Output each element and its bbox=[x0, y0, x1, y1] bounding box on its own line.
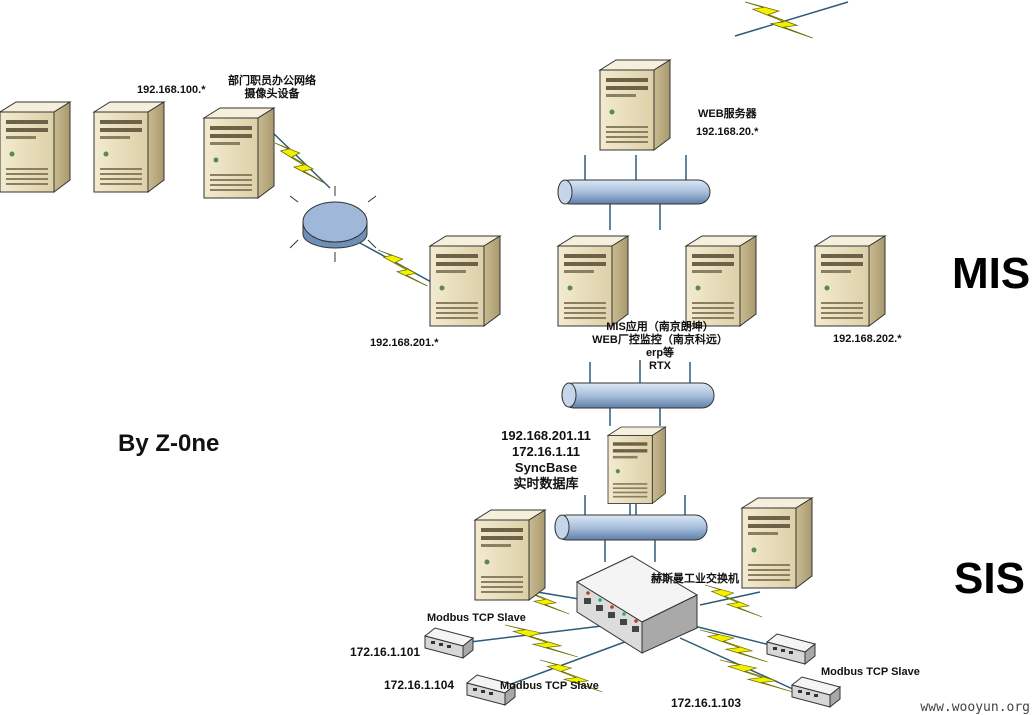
mis-app-line4: RTX bbox=[649, 360, 672, 372]
zone-mis-label: MIS bbox=[952, 249, 1030, 298]
modbus-left-bottom-label: Modbus TCP Slave bbox=[500, 680, 599, 692]
modbus-slave-right-top bbox=[766, 633, 816, 665]
ip-201-label: 192.168.201.* bbox=[370, 337, 439, 349]
modbus-left-top-label: Modbus TCP Slave bbox=[427, 612, 526, 624]
router-icon bbox=[289, 186, 377, 262]
sis-server-left bbox=[474, 509, 546, 601]
lightning-icon bbox=[704, 584, 763, 618]
server-201 bbox=[429, 235, 501, 327]
network-bus-sis bbox=[554, 514, 708, 541]
web-server-label: WEB服务器 bbox=[698, 106, 758, 120]
watermark: www.wooyun.org bbox=[920, 700, 1030, 715]
office-desc-line2: 摄像头设备 bbox=[245, 86, 301, 100]
industrial-switch bbox=[575, 555, 699, 654]
ip-104-label: 172.16.1.104 bbox=[384, 678, 454, 692]
sync-name-label: SyncBase bbox=[515, 460, 577, 475]
ip-103-label: 172.16.1.103 bbox=[671, 696, 741, 710]
sync-ip1-label: 192.168.201.11 bbox=[501, 428, 591, 443]
author-label: By Z-0ne bbox=[118, 430, 219, 457]
office-ip-label: 192.168.100.* bbox=[137, 84, 206, 96]
web-ip-label: 192.168.20.* bbox=[696, 126, 759, 138]
network-bus-mis bbox=[561, 382, 715, 409]
lightning-icon bbox=[274, 142, 325, 184]
syncbase-server bbox=[607, 426, 666, 504]
switch-label: 赫斯曼工业交换机 bbox=[651, 571, 739, 585]
mis-app-line1: MIS应用（南京朗坤） bbox=[606, 319, 714, 333]
modbus-right-label: Modbus TCP Slave bbox=[821, 666, 920, 678]
web-server bbox=[599, 59, 671, 151]
lightning-icon bbox=[377, 249, 428, 287]
modbus-slave-103 bbox=[791, 676, 841, 708]
lightning-icon bbox=[744, 1, 814, 39]
camera-server bbox=[203, 107, 275, 199]
ip-202-label: 192.168.202.* bbox=[833, 333, 902, 345]
office-server-2 bbox=[93, 101, 165, 193]
ip-101-label: 172.16.1.101 bbox=[350, 645, 420, 659]
modbus-slave-101 bbox=[424, 627, 474, 659]
mis-app-line3: erp等 bbox=[646, 345, 674, 359]
network-bus-web bbox=[557, 179, 711, 205]
lightning-icon bbox=[719, 659, 794, 693]
lightning-icon bbox=[699, 629, 769, 663]
sync-ip2-label: 172.16.1.11 bbox=[512, 444, 580, 459]
server-202 bbox=[814, 235, 886, 327]
zone-sis-label: SIS bbox=[954, 554, 1025, 603]
sis-server-right bbox=[741, 497, 813, 589]
mis-app-line2: WEB厂控监控（南京科远） bbox=[592, 332, 728, 346]
mis-app-server-1 bbox=[557, 235, 629, 327]
sync-desc-label: 实时数据库 bbox=[513, 476, 578, 491]
office-desc-line1: 部门职员办公网络 bbox=[228, 73, 316, 87]
connection-lines bbox=[269, 1, 849, 691]
mis-app-server-2 bbox=[685, 235, 757, 327]
office-server-1 bbox=[0, 101, 71, 193]
